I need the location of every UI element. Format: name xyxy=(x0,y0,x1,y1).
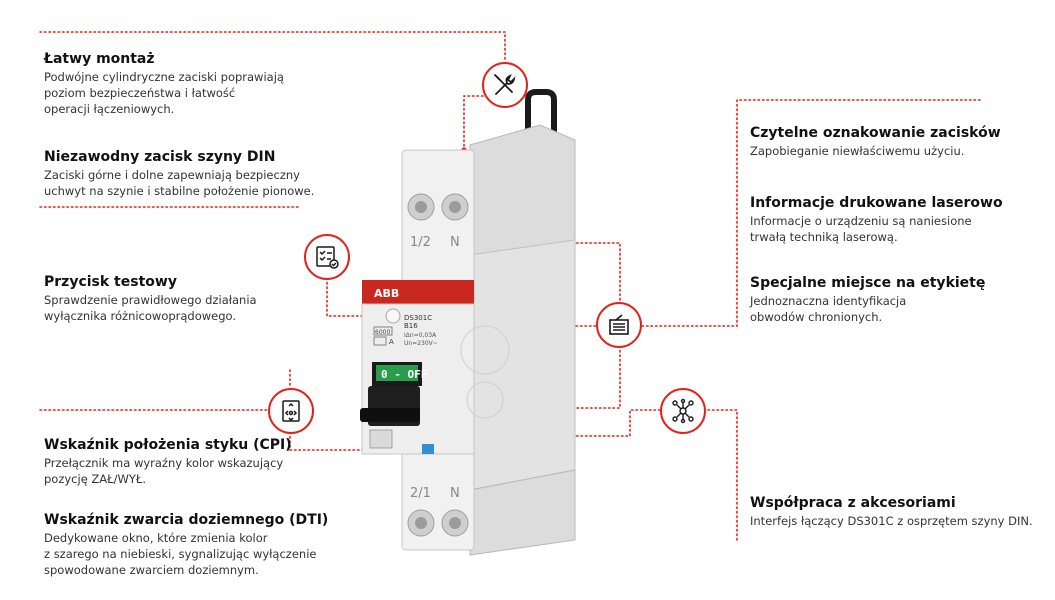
feature-text: Podwójne cylindryczne zaciski poprawiają… xyxy=(44,70,284,116)
feature-cpi: Wskaźnik położenia styku (CPI) Przełączn… xyxy=(44,436,364,487)
feature-terminal-marking: Czytelne oznakowanie zacisków Zapobiegan… xyxy=(750,124,1050,159)
feature-title: Czytelne oznakowanie zacisków xyxy=(750,125,1001,141)
feature-text: Sprawdzenie prawidłowego działania wyłąc… xyxy=(44,293,257,323)
position-indicator-icon xyxy=(268,388,314,434)
label-icon xyxy=(596,302,642,348)
feature-laser-print: Informacje drukowane laserowo Informacje… xyxy=(750,194,1050,245)
class-label: 6000 xyxy=(375,329,390,336)
feature-text: Dedykowane okno, które zmienia kolor z s… xyxy=(44,531,317,577)
rating-label: B16 xyxy=(404,322,418,330)
terminal-bottom-right: N xyxy=(450,486,460,501)
feature-text: Zapobieganie niewłaściwemu użyciu. xyxy=(750,144,965,158)
sensitivity-label: IΔn=0,03A xyxy=(404,332,437,339)
feature-easy-mounting: Łatwy montaż Podwójne cylindryczne zacis… xyxy=(44,50,364,117)
tools-icon xyxy=(482,62,528,108)
feature-title: Przycisk testowy xyxy=(44,274,177,290)
feature-title: Wskaźnik zwarcia doziemnego (DTI) xyxy=(44,512,329,528)
type-label: A xyxy=(389,338,394,346)
feature-accessories: Współpraca z akcesoriami Interfejs łączą… xyxy=(750,494,1050,529)
feature-test-button: Przycisk testowy Sprawdzenie prawidłoweg… xyxy=(44,273,364,324)
feature-text: Interfejs łączący DS301C z osprzętem szy… xyxy=(750,514,1033,528)
feature-dti: Wskaźnik zwarcia doziemnego (DTI) Dedyko… xyxy=(44,511,364,578)
feature-text: Jednoznaczna identyfikacja obwodów chron… xyxy=(750,294,907,324)
feature-title: Informacje drukowane laserowo xyxy=(750,195,1003,211)
terminal-top-right: N xyxy=(450,235,460,250)
feature-text: Przełącznik ma wyraźny kolor wskazujący … xyxy=(44,456,284,486)
feature-title: Współpraca z akcesoriami xyxy=(750,495,956,511)
feature-din-clip: Niezawodny zacisk szyny DIN Zaciski górn… xyxy=(44,148,364,199)
feature-title: Niezawodny zacisk szyny DIN xyxy=(44,149,276,165)
brand-logo: ABB xyxy=(374,287,399,300)
feature-title: Łatwy montaż xyxy=(44,51,155,67)
voltage-label: Un=230V~ xyxy=(404,340,438,347)
checklist-icon xyxy=(304,234,350,280)
feature-title: Wskaźnik położenia styku (CPI) xyxy=(44,437,292,453)
switch-state-label: 0 - OFF xyxy=(381,368,427,381)
feature-text: Zaciski górne i dolne zapewniają bezpiec… xyxy=(44,168,315,198)
feature-title: Specjalne miejsce na etykietę xyxy=(750,275,986,291)
feature-label-space: Specjalne miejsce na etykietę Jednoznacz… xyxy=(750,274,1050,325)
terminal-top-left: 1/2 xyxy=(410,235,431,250)
accessories-network-icon xyxy=(660,388,706,434)
model-label: DS301C xyxy=(404,314,432,322)
terminal-bottom-left: 2/1 xyxy=(410,486,431,501)
feature-text: Informacje o urządzeniu są naniesione tr… xyxy=(750,214,972,244)
